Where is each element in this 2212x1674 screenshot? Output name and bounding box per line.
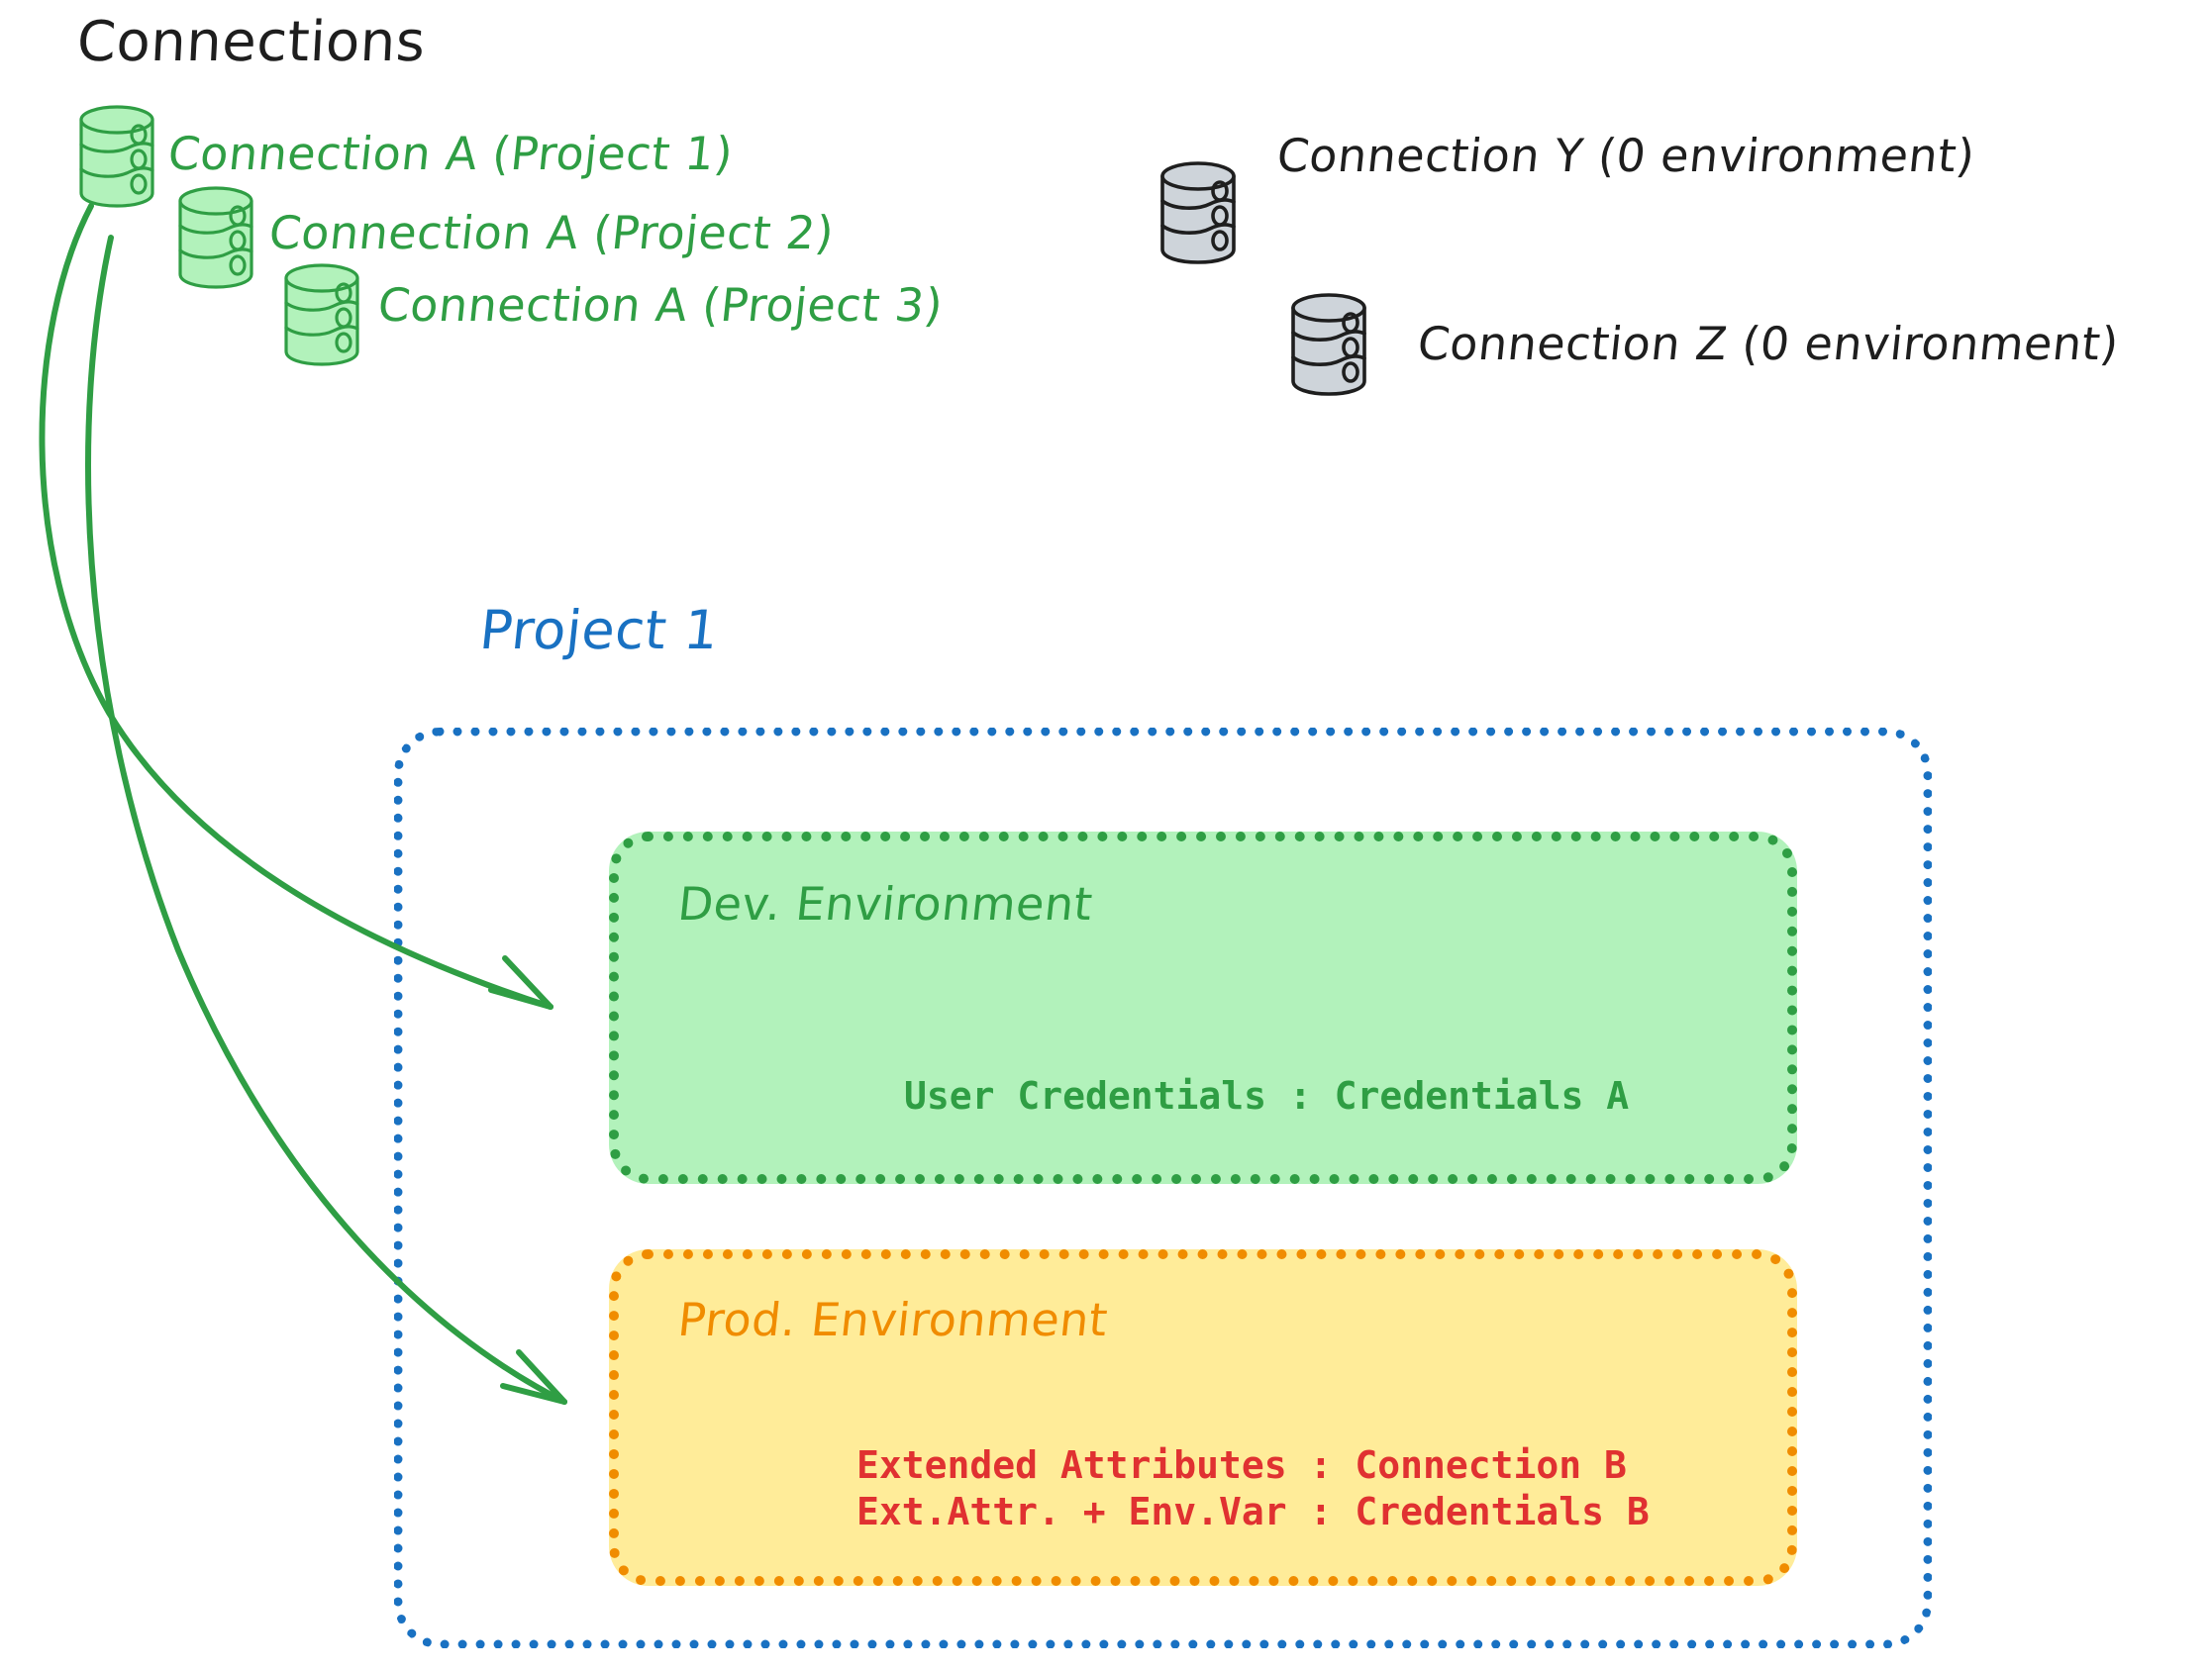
connection-label-1: Connection A (Project 1) — [165, 127, 736, 180]
database-cylinder-icon-5 — [1291, 293, 1366, 396]
project-title: Project 1 — [476, 599, 723, 661]
connection-label-4: Connection Y (0 environment) — [1274, 129, 1978, 182]
connection-label-3: Connection A (Project 3) — [375, 278, 946, 332]
database-cylinder-icon-3 — [284, 263, 359, 366]
database-cylinder-icon-2 — [178, 186, 253, 289]
prod-environment-line-1: Extended Attributes : Connection B — [856, 1443, 1627, 1487]
dev-environment-line-1: User Credentials : Credentials A — [904, 1074, 1630, 1118]
connection-label-5: Connection Z (0 environment) — [1415, 317, 2122, 370]
dev-environment-box: Dev. Environment User Credentials : Cred… — [609, 832, 1797, 1184]
page-title: Connections — [75, 10, 428, 74]
prod-environment-box: Prod. Environment Extended Attributes : … — [609, 1249, 1797, 1586]
prod-environment-line-2: Ext.Attr. + Env.Var : Credentials B — [856, 1490, 1650, 1533]
database-cylinder-icon-4 — [1160, 161, 1236, 264]
database-cylinder-icon-1 — [79, 105, 154, 208]
connection-label-2: Connection A (Project 2) — [266, 206, 837, 259]
dev-environment-title: Dev. Environment — [675, 877, 1096, 931]
prod-environment-title: Prod. Environment — [675, 1293, 1111, 1346]
